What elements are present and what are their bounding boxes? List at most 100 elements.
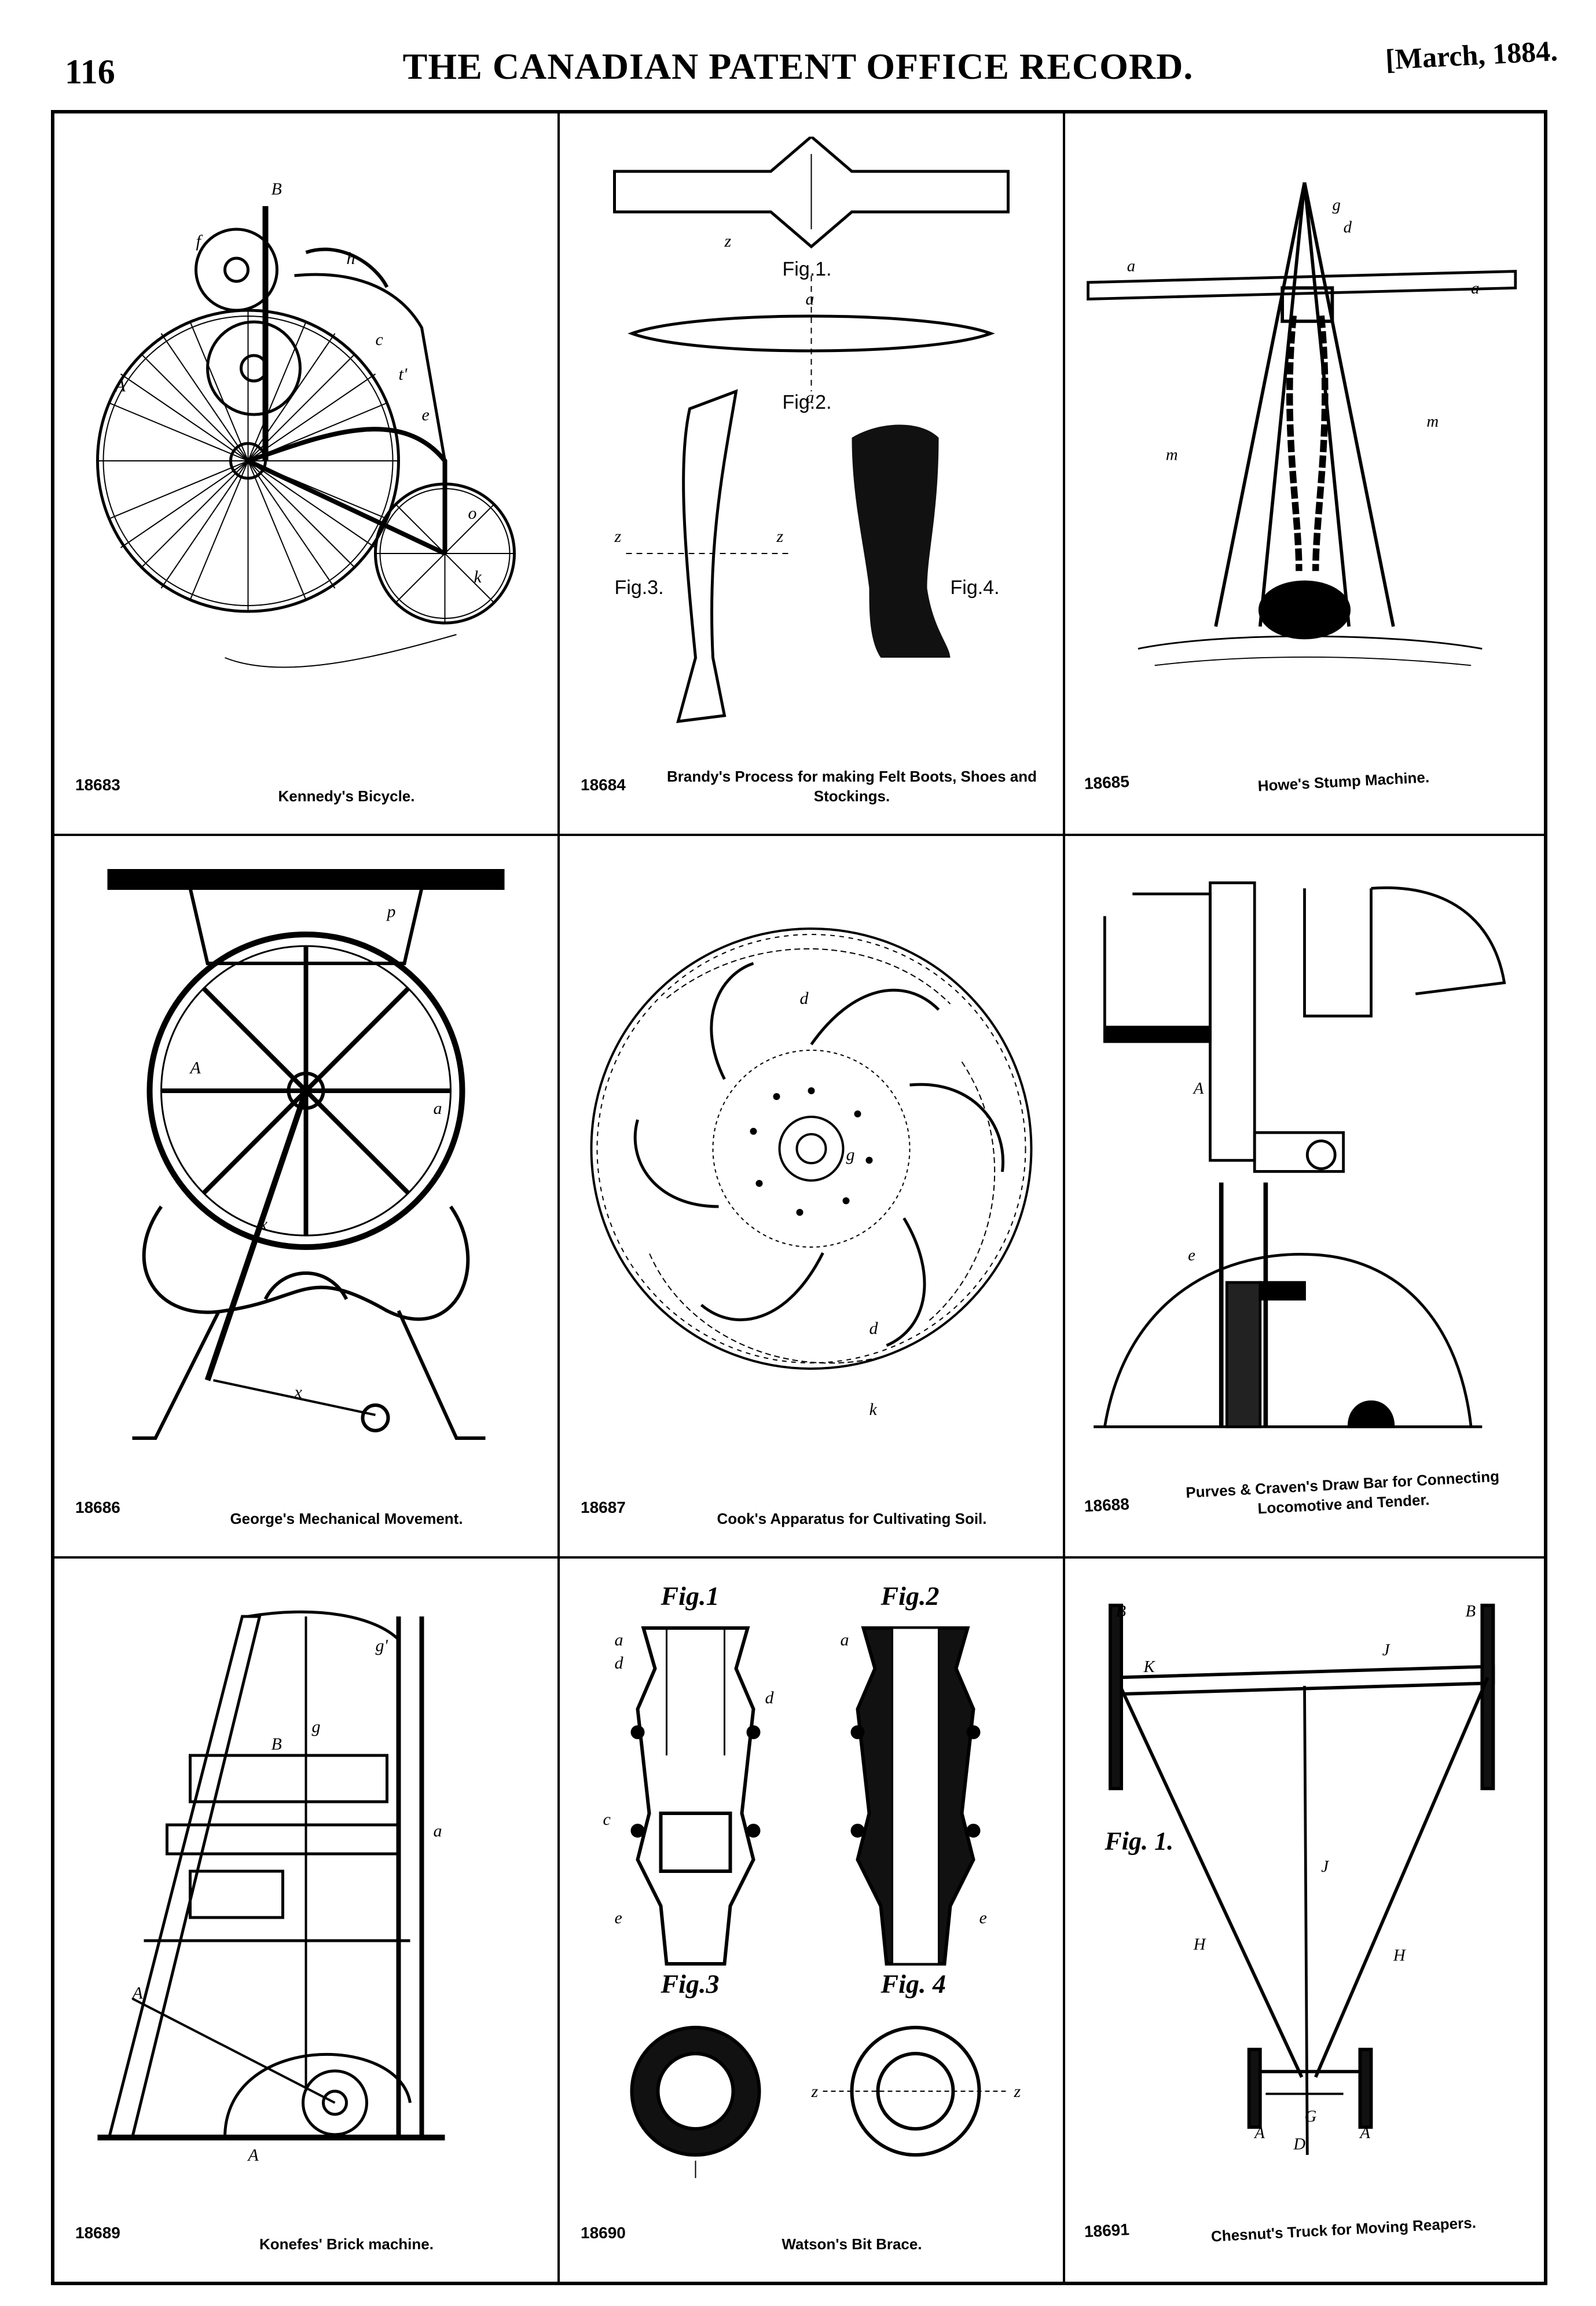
svg-text:p: p: [386, 902, 396, 921]
svg-text:h: h: [347, 249, 355, 268]
svg-text:a: a: [1127, 257, 1135, 276]
patent-title: Konefes' Brick machine.: [259, 2235, 434, 2253]
svg-text:g: g: [312, 1717, 321, 1736]
svg-text:k: k: [869, 1400, 878, 1419]
svg-text:B: B: [1466, 1602, 1476, 1621]
patent-title: George's Mechanical Movement.: [230, 1510, 463, 1527]
svg-text:z: z: [776, 527, 784, 546]
svg-text:k: k: [474, 567, 482, 586]
patent-title: Kennedy's Bicycle.: [278, 787, 415, 805]
patent-caption: 18689 Konefes' Brick machine.: [54, 2208, 557, 2265]
patent-title: Howe's Stump Machine.: [1257, 768, 1430, 795]
patent-number: 18689: [75, 2224, 120, 2242]
svg-text:A: A: [1193, 1079, 1204, 1098]
patent-title: Cook's Apparatus for Cultivating Soil.: [717, 1510, 987, 1527]
fig1-label: Fig. 1.: [1104, 1827, 1173, 1856]
svg-text:o: o: [468, 504, 477, 523]
svg-text:a: a: [615, 1630, 623, 1649]
patent-title: Brandy's Process for making Felt Boots, …: [666, 768, 1037, 805]
patent-title: Chesnut's Truck for Moving Reapers.: [1210, 2213, 1477, 2245]
page-number: 116: [65, 53, 115, 91]
svg-text:x: x: [294, 1383, 303, 1402]
svg-text:K: K: [1143, 1658, 1155, 1676]
svg-text:d: d: [869, 1319, 879, 1338]
svg-text:g: g: [1332, 196, 1340, 214]
svg-text:z: z: [811, 2082, 819, 2101]
patent-caption: 18691 Chesnut's Truck for Moving Reapers…: [1065, 2183, 1543, 2265]
svg-text:A: A: [114, 376, 126, 395]
fig3-label: Fig.3: [661, 1969, 720, 1999]
svg-text:H: H: [1193, 1935, 1207, 1953]
svg-text:a: a: [1471, 279, 1479, 298]
svg-text:e: e: [422, 405, 430, 424]
svg-text:c: c: [376, 330, 383, 349]
patent-caption: 18683 Kennedy's Bicycle.: [54, 760, 557, 817]
svg-text:z: z: [614, 527, 622, 546]
svg-text:e: e: [1188, 1246, 1195, 1264]
svg-text:G: G: [1305, 2107, 1317, 2125]
patent-number: 18687: [581, 1498, 626, 1516]
patent-title: Watson's Bit Brace.: [782, 2235, 922, 2253]
svg-text:A: A: [1359, 2124, 1370, 2142]
draw-bar-illustration: Ae: [1094, 881, 1506, 1428]
svg-text:e: e: [979, 1908, 987, 1927]
patent-cell-18687: d d g k 18687 Cook's Apparatus for Cultivat…: [560, 836, 1065, 1559]
svg-text:a: a: [806, 289, 814, 309]
svg-text:m: m: [1426, 412, 1439, 431]
svg-text:H: H: [1393, 1946, 1407, 1964]
mechanical-movement-illustration: p a Ax x: [107, 869, 505, 1440]
svg-text:z: z: [1014, 2082, 1021, 2101]
patent-number: 18683: [75, 776, 120, 794]
svg-text:A: A: [189, 1058, 201, 1077]
svg-text:z: z: [724, 232, 732, 251]
svg-text:A: A: [1253, 2124, 1265, 2142]
patent-caption: 18686 George's Mechanical Movement.: [54, 1482, 557, 1540]
svg-text:e: e: [615, 1908, 622, 1927]
svg-text:x: x: [259, 1215, 268, 1234]
svg-text:a: a: [434, 1099, 442, 1118]
svg-text:m: m: [1166, 446, 1178, 464]
svg-text:g': g': [376, 1636, 388, 1655]
svg-text:d: d: [765, 1688, 775, 1707]
svg-text:J: J: [1321, 1857, 1329, 1876]
svg-text:D: D: [1293, 2135, 1305, 2153]
patent-cell-18690: Fig.1 Fig.2 Fig.3 Fig. 4: [560, 1559, 1065, 2282]
journal-title: THE CANADIAN PATENT OFFICE RECORD.: [402, 46, 1194, 87]
patent-caption: 18685 Howe's Stump Machine.: [1065, 735, 1543, 817]
page-header: 116 THE CANADIAN PATENT OFFICE RECORD. […: [0, 34, 1596, 98]
patent-number: 18686: [75, 1498, 120, 1516]
patent-title: Purves & Craven's Draw Bar for Connectin…: [1185, 1467, 1500, 1517]
patent-caption: 18687 Cook's Apparatus for Cultivating S…: [560, 1482, 1063, 1540]
fig2-label: Fig.2: [880, 1582, 940, 1611]
patent-number: 18685: [1084, 772, 1130, 793]
svg-text:a: a: [434, 1821, 442, 1841]
svg-text:g: g: [846, 1145, 855, 1164]
patent-number: 18688: [1084, 1495, 1130, 1516]
svg-text:d: d: [800, 989, 809, 1008]
fig1-label: Fig.1: [661, 1582, 720, 1611]
patent-caption: 18688 Purves & Craven's Draw Bar for Con…: [1065, 1457, 1543, 1540]
svg-text:a: a: [806, 388, 814, 407]
bit-brace-illustration: Fig.1 Fig.2 Fig.3 Fig. 4: [603, 1582, 1021, 2178]
svg-text:B: B: [1116, 1602, 1127, 1621]
patent-caption: 18690 Watson's Bit Brace.: [560, 2208, 1063, 2265]
svg-text:A: A: [247, 2146, 259, 2165]
svg-text:t': t': [399, 365, 408, 384]
fig4-label: Fig.4.: [951, 577, 1000, 599]
patent-number: 18690: [581, 2224, 626, 2242]
fig3-label: Fig.3.: [615, 577, 664, 599]
patent-number: 18691: [1084, 2220, 1130, 2241]
patent-number: 18684: [581, 776, 626, 794]
